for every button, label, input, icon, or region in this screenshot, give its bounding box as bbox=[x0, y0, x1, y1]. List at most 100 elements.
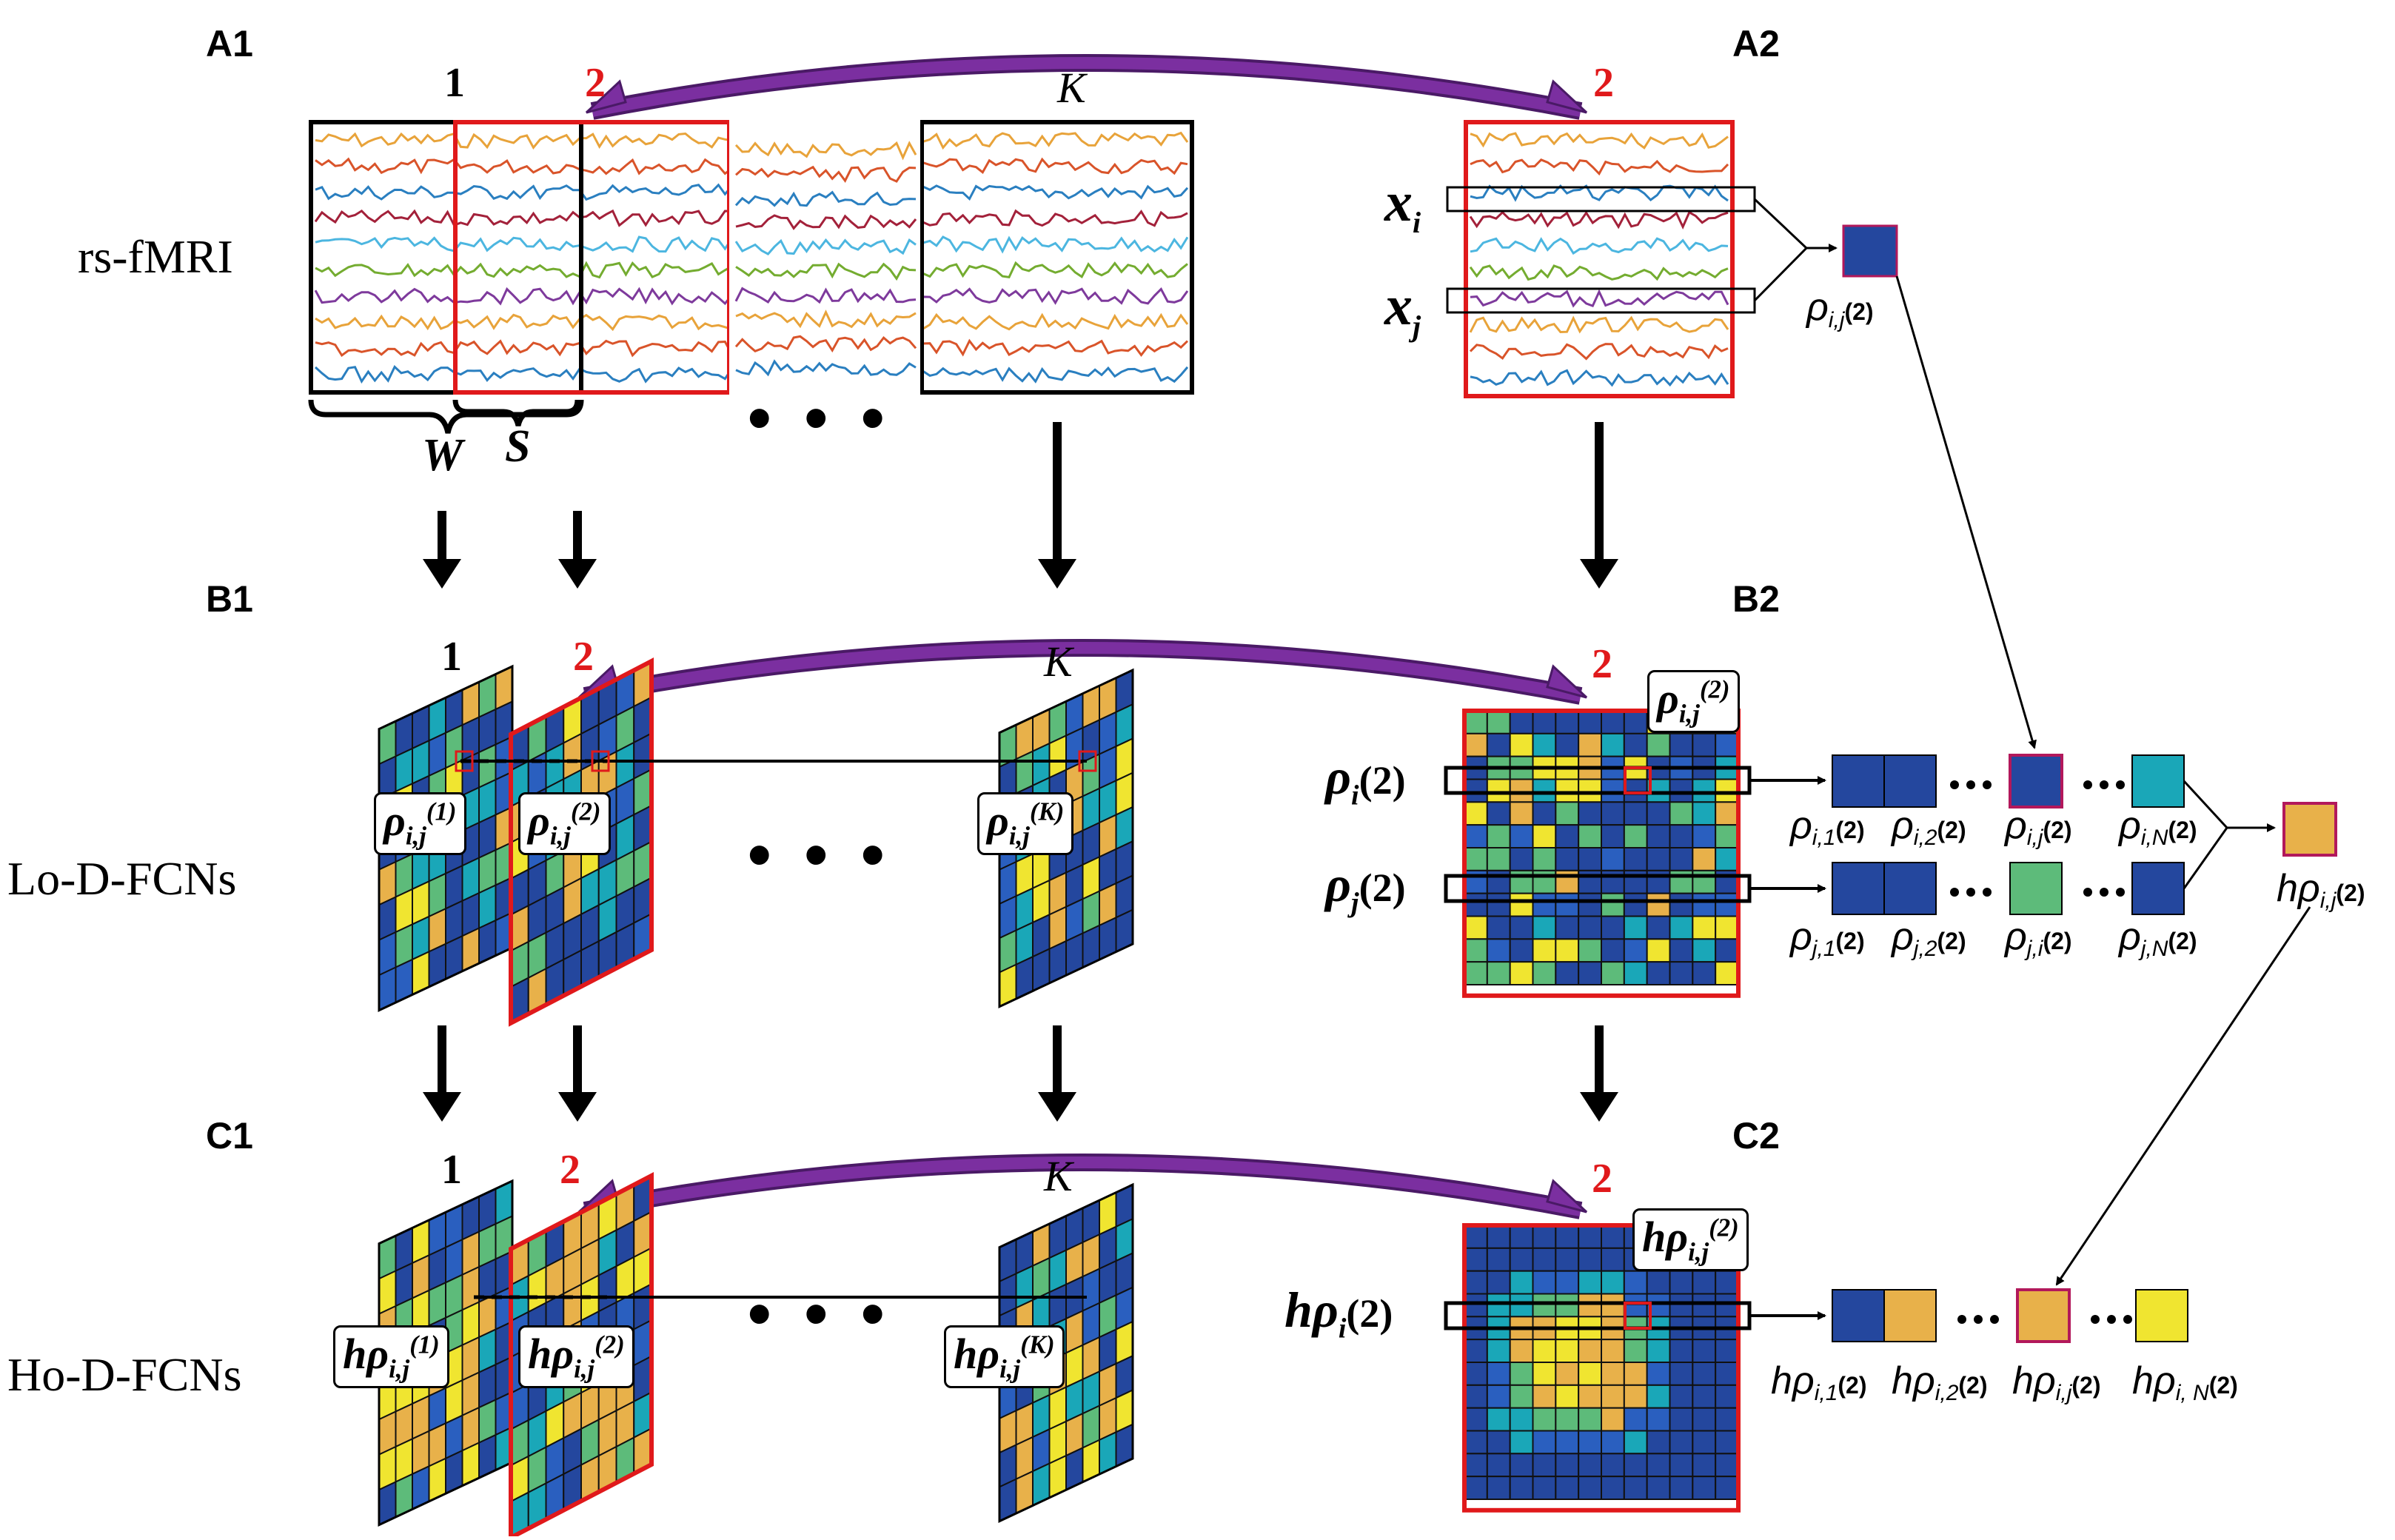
b2-matrix-cell bbox=[1532, 915, 1557, 940]
b2-matrix-cell bbox=[1509, 710, 1534, 734]
c2-matrix-cell bbox=[1509, 1270, 1534, 1295]
window-number-1: 1 bbox=[444, 60, 465, 106]
b2-matrix-cell bbox=[1601, 847, 1625, 871]
c2-matrix-cell bbox=[1692, 1293, 1717, 1318]
b2-highlight-cell bbox=[1624, 766, 1652, 794]
b2-matrix-cell bbox=[1464, 847, 1488, 871]
c2-matrix-cell bbox=[1692, 1362, 1717, 1386]
arr-a1-k-head bbox=[1038, 559, 1076, 589]
arr-b2-head bbox=[1580, 1092, 1618, 1122]
c2-matrix-cell bbox=[1692, 1453, 1717, 1478]
c2-matrix-cell bbox=[1509, 1453, 1534, 1478]
c2-matrix-cell bbox=[1669, 1384, 1694, 1409]
c2-matrix-cell bbox=[1601, 1384, 1625, 1409]
c2-matrix-cell bbox=[1486, 1453, 1511, 1478]
b2-matrix-cell bbox=[1669, 938, 1694, 963]
b2-matrix-cell bbox=[1578, 847, 1603, 871]
b2-matrix-cell bbox=[1578, 892, 1603, 917]
b2-matrix-cell bbox=[1509, 938, 1534, 963]
c2-matrix-cell bbox=[1486, 1430, 1511, 1455]
vec-r2-2 bbox=[1883, 862, 1937, 915]
b2-matrix-cell bbox=[1555, 915, 1580, 940]
c2-matrix-cell bbox=[1715, 1362, 1740, 1386]
b2-matrix-cell bbox=[1623, 961, 1648, 985]
a1-mid-trace-2 bbox=[734, 165, 917, 183]
purple-arrow-a-head-left bbox=[585, 79, 627, 114]
vec-dots-2 bbox=[1983, 888, 1992, 897]
b2-matrix-cell bbox=[1601, 710, 1625, 734]
b2-matrix-cell bbox=[1715, 778, 1740, 803]
b2-matrix-cell bbox=[1601, 732, 1625, 757]
c2-matrix-cell bbox=[1669, 1407, 1694, 1432]
vec-dots-5 bbox=[2107, 1315, 2116, 1324]
c2-matrix-cell bbox=[1669, 1293, 1694, 1318]
a1-gap bbox=[729, 111, 920, 404]
vec-dots-1 bbox=[2083, 780, 2092, 789]
c2-matrix-cell bbox=[1509, 1407, 1534, 1432]
c2-matrix-cell bbox=[1578, 1225, 1603, 1249]
c2-matrix-cell bbox=[1532, 1293, 1557, 1318]
b2-matrix-cell bbox=[1464, 710, 1488, 734]
c2-matrix-cell bbox=[1646, 1384, 1671, 1409]
panel-label-a1: A1 bbox=[206, 23, 253, 64]
c2-matrix-cell bbox=[1486, 1293, 1511, 1318]
b2-matrix-cell bbox=[1486, 961, 1511, 985]
b2-matrix-cell bbox=[1715, 938, 1740, 963]
c2-matrix-cell bbox=[1601, 1476, 1625, 1500]
row-label-rs-fmri: rs-fMRI bbox=[78, 230, 233, 283]
fcn-number-k: K bbox=[1044, 637, 1073, 686]
c2-matrix-cell bbox=[1509, 1384, 1534, 1409]
panel-label-c2: C2 bbox=[1732, 1115, 1780, 1156]
b2-matrix-cell bbox=[1601, 892, 1625, 917]
c2-matrix-cell bbox=[1578, 1270, 1603, 1295]
b2-matrix-cell bbox=[1669, 869, 1694, 894]
b2-matrix-cell bbox=[1555, 961, 1580, 985]
b2-matrix-cell bbox=[1578, 801, 1603, 826]
b2-matrix-cell bbox=[1464, 732, 1488, 757]
a2-signals-trace-5 bbox=[1470, 237, 1729, 255]
c2-matrix-cell bbox=[1601, 1270, 1625, 1295]
vec-dots-4 bbox=[1974, 1315, 1983, 1324]
vec-r3-n bbox=[2135, 1289, 2188, 1342]
window-number-k: K bbox=[1057, 64, 1086, 112]
c2-matrix-cell bbox=[1623, 1384, 1648, 1409]
a2-signals-trace-6 bbox=[1469, 264, 1729, 281]
b2-matrix-cell bbox=[1623, 778, 1648, 803]
b2-matrix-cell bbox=[1532, 732, 1557, 757]
b1-k-highlight bbox=[1078, 750, 1097, 772]
a2-signals-trace-7 bbox=[1470, 289, 1729, 308]
c2-matrix-cell bbox=[1692, 1476, 1717, 1500]
c2-matrix-cell bbox=[1692, 1407, 1717, 1432]
vec-label-r1-1: ρi,1(2) bbox=[1790, 804, 1865, 850]
b2-matrix-cell bbox=[1532, 961, 1557, 985]
a1-mid-trace-4 bbox=[735, 214, 917, 230]
a2-signals-trace-9 bbox=[1469, 343, 1729, 361]
b2-matrix-cell bbox=[1532, 938, 1557, 963]
b2-matrix-cell bbox=[1715, 915, 1740, 940]
b2-matrix-cell bbox=[1692, 847, 1717, 871]
row-vector-rho-i: ρi(2) bbox=[1325, 749, 1406, 811]
b2-matrix-cell bbox=[1669, 778, 1694, 803]
vec-dots-0 bbox=[1950, 780, 1959, 789]
c2-matrix-cell bbox=[1623, 1407, 1648, 1432]
a1-window-1 bbox=[309, 120, 583, 395]
c2-matrix-cell bbox=[1464, 1384, 1488, 1409]
b2-matrix-cell bbox=[1692, 938, 1717, 963]
brace-w bbox=[308, 399, 584, 434]
vec-label-r2-n: ρj,N(2) bbox=[2119, 915, 2197, 961]
h-rho-square bbox=[2282, 802, 2337, 857]
arrow-h-to-vector bbox=[2055, 906, 2311, 1286]
c2-matrix-cell bbox=[1715, 1339, 1740, 1363]
b2-matrix-cell bbox=[1692, 732, 1717, 757]
c2-matrix-cell bbox=[1601, 1407, 1625, 1432]
c2-matrix-cell bbox=[1464, 1339, 1488, 1363]
hfcn-number-1: 1 bbox=[441, 1147, 462, 1193]
b2-matrix-cell bbox=[1486, 915, 1511, 940]
b2-matrix-cell bbox=[1464, 892, 1488, 917]
c2-matrix-cell bbox=[1532, 1270, 1557, 1295]
b2-matrix-cell bbox=[1601, 938, 1625, 963]
c2-matrix-cell bbox=[1715, 1453, 1740, 1478]
c2-matrix-cell bbox=[1601, 1430, 1625, 1455]
c2-matrix-cell bbox=[1578, 1247, 1603, 1272]
